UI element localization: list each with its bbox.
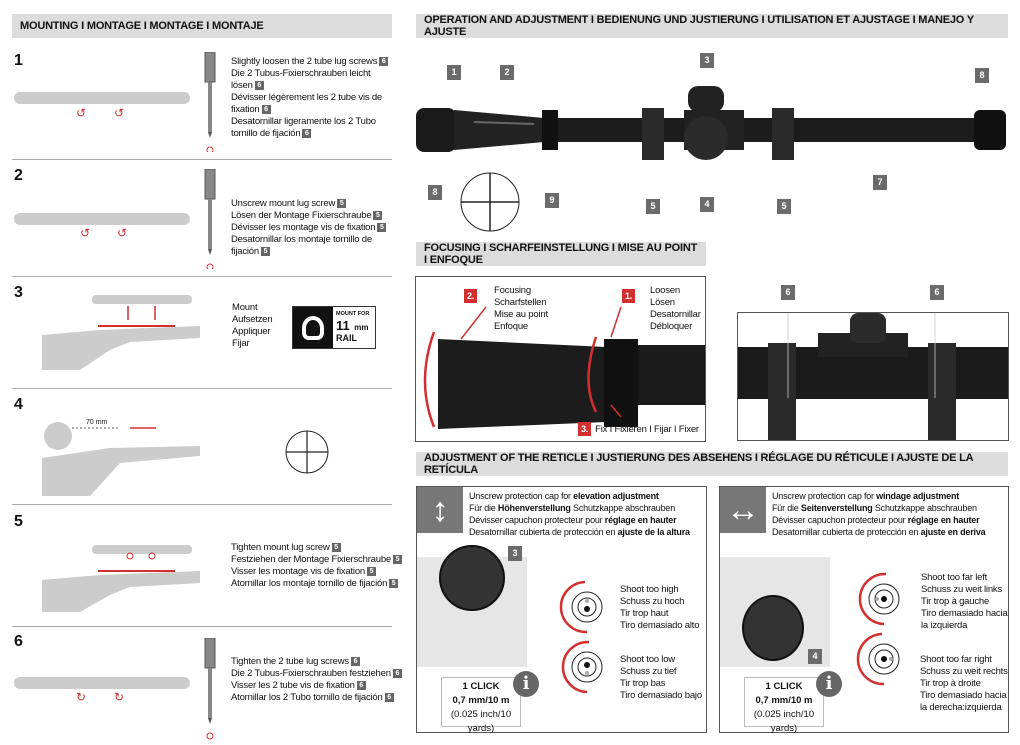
mount-rings-image [738, 313, 1008, 440]
rail-top-label: MOUNT FOR [336, 311, 370, 317]
windage-panel: ↔ Unscrew protection cap for windage adj… [719, 486, 1009, 734]
rail-unit: mm [354, 323, 369, 332]
info-icon: i [513, 671, 539, 697]
elevation-panel: ↕ Unscrew protection cap for elevation a… [416, 486, 707, 734]
part-label-8: 8 [975, 68, 989, 83]
step-number: 6 [14, 633, 23, 650]
scope-silhouette [14, 677, 190, 689]
part-label-5: 5 [646, 199, 660, 214]
elevation-turret-closeup [439, 545, 505, 611]
divider [12, 626, 392, 627]
divider [12, 504, 392, 505]
rotate-icon: ↺ [76, 106, 87, 120]
part-label-1: 1 [447, 65, 461, 80]
screwdriver-icon [204, 52, 216, 152]
mounting-header: MOUNTING I MONTAGE I MONTAGE I MONTAJE [12, 14, 392, 38]
eye-relief-distance: 70 mm [86, 419, 108, 426]
reticle-icon [285, 430, 329, 474]
step-number: 2 [14, 167, 23, 184]
part-label-4: 4 [700, 197, 714, 212]
elevation-instructions: Unscrew protection cap for elevation adj… [469, 491, 690, 537]
rotate-icon: ↺ [114, 106, 125, 120]
rotate-icon: ↺ [117, 226, 128, 240]
divider [12, 276, 392, 277]
part-label-8: 8 [428, 185, 442, 200]
focusing-title: FOCUSING I SCHARFEINSTELLUNG I MISE AU P… [424, 242, 698, 266]
rotate-icon: ↻ [76, 690, 87, 704]
part-label-4: 4 [808, 649, 822, 664]
divider [12, 159, 392, 160]
part-label-9: 9 [545, 193, 559, 208]
info-icon: i [816, 671, 842, 697]
step-number: 5 [14, 513, 23, 530]
rail-size: 11 [336, 318, 350, 333]
mounting-title: MOUNTING I MONTAGE I MONTAGE I MONTAJE [20, 20, 264, 32]
reticle-title: ADJUSTMENT OF THE RETICLE I JUSTIERUNG D… [424, 452, 973, 476]
horizontal-arrows-icon: ↔ [720, 487, 766, 533]
scope-silhouette [14, 92, 190, 104]
operation-header: OPERATION AND ADJUSTMENT I BEDIENUNG UND… [416, 14, 1008, 38]
part-label-6: 6 [930, 285, 944, 300]
screwdriver-icon [204, 638, 216, 740]
screwdriver-icon [204, 169, 216, 269]
focus-step3: 3.Fix I Fixieren I Fijar I Fixer [578, 422, 699, 436]
vertical-arrows-icon: ↕ [417, 487, 463, 533]
part-label-6: 6 [781, 285, 795, 300]
step-number: 1 [14, 52, 23, 69]
rifle-mount-illustration [42, 295, 200, 370]
reticle-icon [460, 172, 520, 232]
step-number: 3 [14, 284, 23, 301]
shooter-illustration [42, 422, 200, 496]
scope-silhouette [14, 213, 190, 225]
rotate-icon: ↻ [114, 690, 125, 704]
part-label-5: 5 [777, 199, 791, 214]
part-label-7: 7 [873, 175, 887, 190]
target-rotation-icons [856, 572, 900, 686]
reticle-header: ADJUSTMENT OF THE RETICLE I JUSTIERUNG D… [416, 452, 1008, 476]
windage-instructions: Unscrew protection cap for windage adjus… [772, 491, 986, 537]
scope-diagram [416, 86, 1006, 160]
rail-label: RAIL [336, 333, 357, 343]
part-label-3: 3 [508, 546, 522, 561]
operation-title: OPERATION AND ADJUSTMENT I BEDIENUNG UND… [424, 14, 974, 38]
part-label-3: 3 [700, 53, 714, 68]
rotate-icon: ↺ [80, 226, 91, 240]
rifle-mount-illustration [42, 545, 200, 612]
mount-rings-photo [737, 312, 1009, 441]
part-label-2: 2 [500, 65, 514, 80]
divider [12, 388, 392, 389]
mount-ring-icon [293, 307, 333, 348]
target-rotation-icons [559, 580, 603, 694]
windage-turret-closeup [742, 595, 804, 661]
focus-ring-photo [423, 306, 705, 429]
rail-badge: MOUNT FOR 11 mm RAIL [292, 306, 376, 349]
step-number: 4 [14, 396, 23, 413]
focusing-header: FOCUSING I SCHARFEINSTELLUNG I MISE AU P… [416, 242, 706, 266]
